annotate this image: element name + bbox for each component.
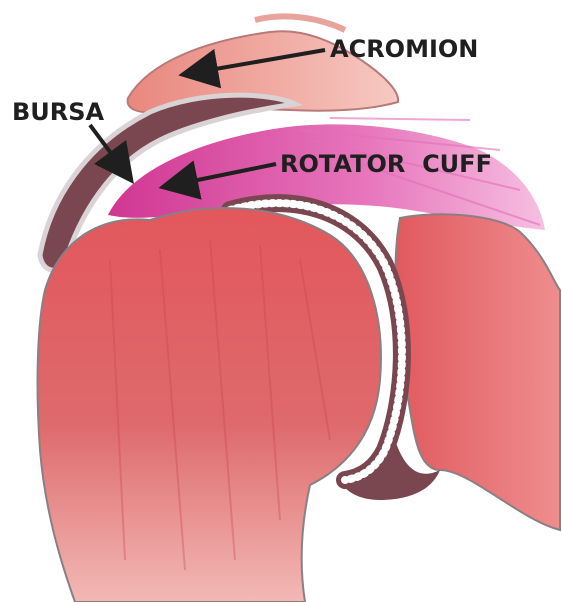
acromion-label: ACROMION [330, 35, 478, 63]
humerus-structure [38, 208, 381, 602]
rotator-cuff-label: ROTATOR CUFF [280, 150, 492, 178]
bursa-label: BURSA [12, 98, 105, 126]
